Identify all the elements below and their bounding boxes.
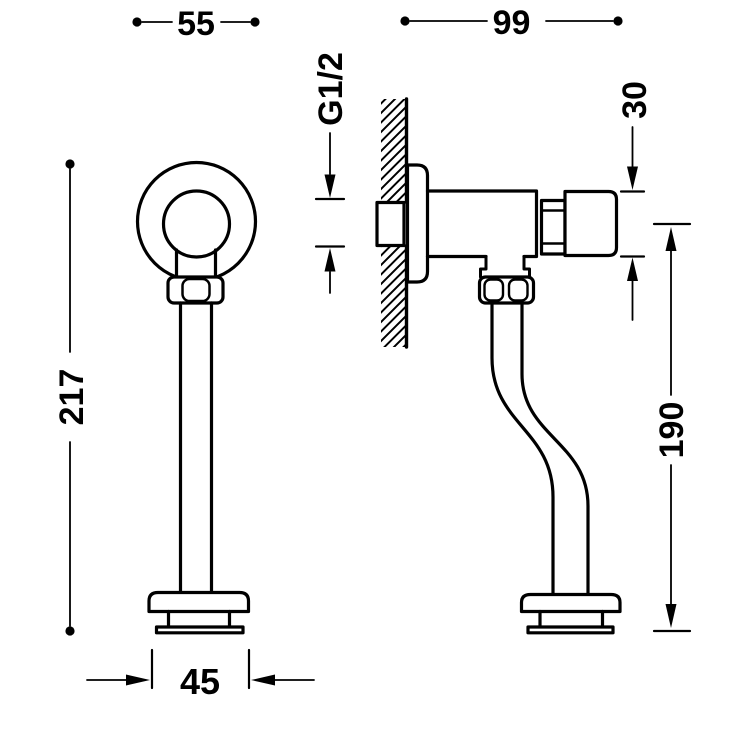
side-view <box>375 97 622 635</box>
dim-tick <box>150 648 251 690</box>
dim-endpoint-dot <box>65 626 75 636</box>
down-arrowhead <box>324 174 336 198</box>
hex-nut-facet-left <box>483 278 505 302</box>
collar-grooves <box>540 209 567 245</box>
dim-endpoint-dot <box>132 17 142 27</box>
dim-label-45: 45 <box>180 661 220 702</box>
base-plate <box>526 625 615 635</box>
left-arrowhead <box>251 674 275 686</box>
base-flange-front <box>147 590 251 635</box>
dim-tick <box>652 222 692 633</box>
push-button-face <box>161 189 232 259</box>
down-arrowhead <box>665 604 677 628</box>
button-collar <box>539 198 567 256</box>
dimension-inlet-thread: G1/2 <box>312 52 350 294</box>
dim-label-30: 30 <box>616 81 654 119</box>
up-arrowhead <box>665 227 677 251</box>
dim-label-g12: G1/2 <box>312 52 350 126</box>
hex-nut-side <box>477 275 536 305</box>
outlet-pipe-side <box>490 301 590 597</box>
dimension-total-height: 217 <box>53 159 91 636</box>
valve-body <box>425 189 539 259</box>
wall-escutcheon <box>405 163 430 284</box>
front-view <box>135 160 258 635</box>
dim-endpoint-dot <box>400 16 410 26</box>
dim-label-99: 99 <box>493 4 531 42</box>
dimension-base-diameter: 45 <box>86 648 315 702</box>
base-flange-side <box>519 592 622 635</box>
valve-ring-outline <box>135 160 258 283</box>
collar-body <box>539 198 567 256</box>
base-collar <box>538 609 605 629</box>
down-arrowhead <box>627 166 638 190</box>
base-cap <box>147 590 251 614</box>
inlet-fitting <box>375 200 406 248</box>
hex-nut-facet <box>181 277 211 303</box>
dim-label-217: 217 <box>53 369 91 426</box>
dim-tick <box>619 190 646 258</box>
base-collar <box>166 609 232 629</box>
dim-tick <box>314 197 346 248</box>
dim-label-190: 190 <box>653 402 691 459</box>
hex-nut-facet-right <box>507 278 529 302</box>
dimension-side-projection: 99 <box>400 4 623 42</box>
dimension-front-width: 55 <box>132 5 260 43</box>
dimension-button-diameter: 30 <box>616 81 654 321</box>
outlet-pipe-front <box>178 301 214 594</box>
valve-neck <box>174 248 218 279</box>
dim-endpoint-dot <box>613 16 623 26</box>
base-cap <box>519 592 622 614</box>
push-button-side <box>563 189 619 258</box>
dimension-outlet-axis-height: 190 <box>652 222 692 633</box>
up-arrowhead <box>324 248 336 272</box>
base-plate <box>154 625 245 635</box>
outlet-joint <box>479 255 531 279</box>
hex-nut-front <box>166 275 225 305</box>
dim-endpoint-dot <box>65 159 75 169</box>
dim-endpoint-dot <box>250 17 260 27</box>
hex-nut-body <box>166 275 225 305</box>
hex-nut-body <box>477 275 536 305</box>
right-arrowhead <box>126 674 150 686</box>
up-arrowhead <box>627 257 638 281</box>
dim-label-55: 55 <box>177 5 215 43</box>
